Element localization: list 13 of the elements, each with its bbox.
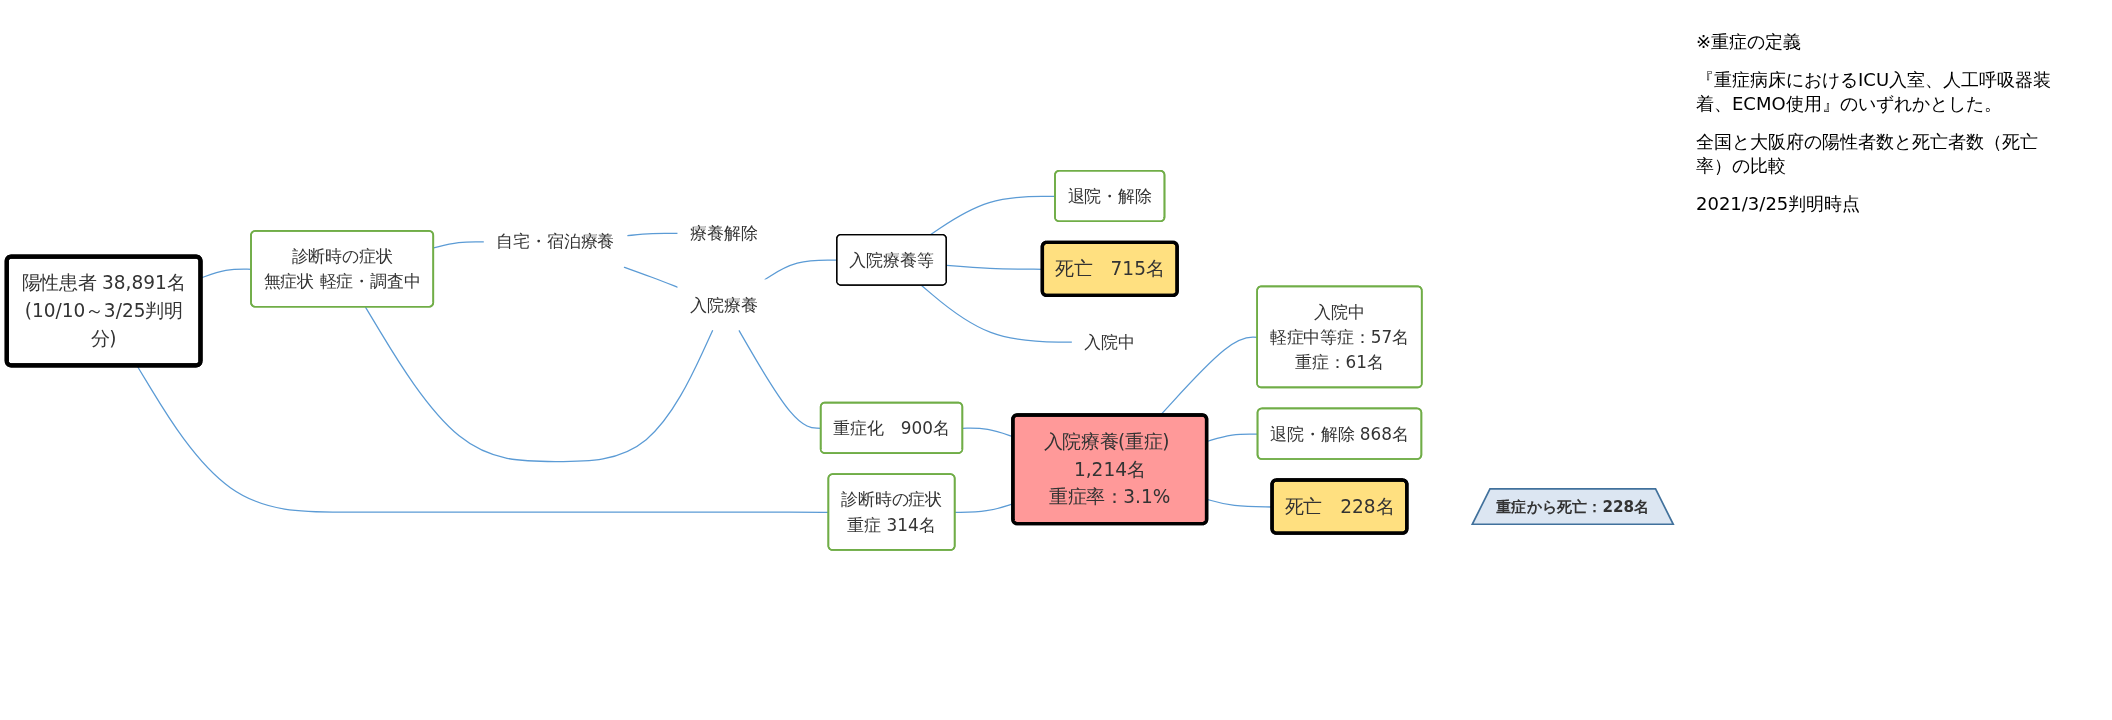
node-text: 自宅・宿泊療養 (496, 231, 615, 252)
node-text: 入院療養 (690, 294, 758, 315)
note-text: ※重症の定義 (1696, 30, 1803, 54)
connector (433, 240, 485, 249)
note-text: 全国と大阪府の陽性者数と死亡者数（死亡率）の比較 (1696, 130, 2039, 178)
connector (920, 284, 1073, 343)
connector (364, 306, 714, 462)
connector (626, 232, 679, 236)
note-text: 2021/3/25判明時点 (1696, 192, 1862, 216)
node-text: 療養解除 (690, 222, 758, 243)
connector (623, 266, 679, 288)
note-text: 『重症病床におけるICU入室、人工呼吸器装着、ECMO使用』のいずれかとした。 (1696, 68, 2053, 116)
node-text: 入院中 (1084, 331, 1136, 352)
